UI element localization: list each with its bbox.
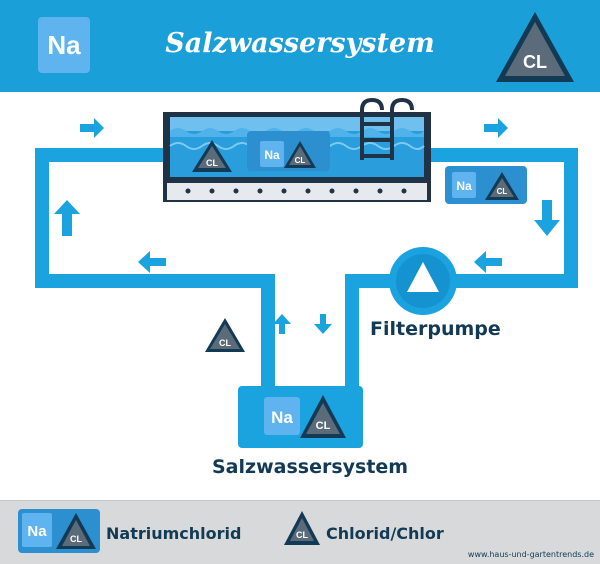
pool-na-symbol: Na [264,148,280,162]
side-nacl-badge: Na CL [445,166,527,204]
legend-cl-icon: CL [284,511,320,545]
pool-cl-symbol: CL [295,156,306,165]
legend: Na CL Natriumchlorid CL Chlorid/Chlor [0,500,600,564]
pool: CL Na CL [163,97,431,202]
header-cl-badge: CL [496,12,574,82]
header-na-symbol: Na [47,29,81,60]
salt-water-unit: Na CL [238,386,363,448]
legend-nacl-cl-symbol: CL [70,534,82,544]
loose-cl-icon: CL [205,318,245,352]
arrow-left-icon [474,251,502,273]
page-title: Salzwassersystem [165,28,435,59]
pump-label: Filterpumpe [370,318,501,340]
legend-na-symbol: Na [27,523,47,540]
source-url: www.haus-und-gartentrends.de [467,550,594,559]
legend-chlor-label: Chlorid/Chlor [326,524,444,543]
arrow-right-icon [484,118,508,138]
unit-na-symbol: Na [271,408,293,427]
arrow-down-icon [314,314,332,334]
legend-cl-symbol: CL [296,530,308,540]
legend-nacl-icon: Na CL [18,509,100,553]
pool-cl-icon: CL [192,140,232,172]
arrow-right-icon [80,118,104,138]
loose-cl-symbol: CL [219,338,231,348]
pool-ladder-icon [360,97,414,160]
arrow-left-icon [138,251,166,273]
legend-natrium-label: Natriumchlorid [106,524,242,543]
side-na-symbol: Na [456,179,472,193]
arrow-down-icon [534,200,560,236]
side-cl-symbol: CL [497,187,508,196]
salt-water-diagram: CL Na CL Na CL CL [35,97,578,448]
arrow-up-icon [273,314,291,334]
arrow-up-icon [54,200,80,236]
filter-pump-icon [389,247,457,315]
header-cl-symbol: CL [523,52,547,72]
header-na-badge: Na [38,17,90,73]
pool-loose-cl-symbol: CL [206,158,218,168]
system-label: Salzwassersystem [212,456,409,478]
header-bar: Na Salzwassersystem CL [0,0,600,92]
unit-cl-symbol: CL [316,420,331,432]
